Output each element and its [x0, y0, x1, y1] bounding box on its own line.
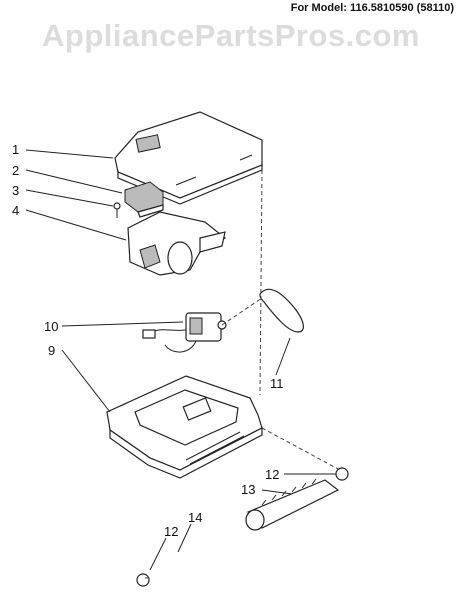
callout-4: 4: [12, 203, 19, 218]
callout-3: 3: [12, 183, 19, 198]
part-4-motor-housing: [127, 211, 227, 276]
part-13-brushroll: [245, 478, 340, 531]
callout-2: 2: [12, 163, 19, 178]
part-14-shaft: [149, 527, 243, 579]
part-11-belt: [259, 288, 304, 333]
callout-12-right: 12: [265, 467, 279, 482]
callout-9: 9: [48, 343, 55, 358]
callout-12-left: 12: [164, 524, 178, 539]
part-2-switch: [124, 181, 164, 218]
callout-13: 13: [241, 482, 255, 497]
callout-leaders: [25, 149, 336, 571]
part-9-base: [106, 375, 263, 479]
watermark-text: AppliancePartsPros.com: [42, 18, 420, 53]
callout-10: 10: [44, 319, 58, 334]
callout-1: 1: [12, 142, 19, 157]
part-12-end-cap-left: [136, 573, 150, 587]
assembly-guide-lines: [145, 169, 341, 579]
callout-14: 14: [188, 510, 202, 525]
callout-11: 11: [270, 376, 284, 391]
part-3-screw: [113, 202, 121, 218]
part-12-end-cap-right: [335, 467, 349, 481]
callout-labels: 1 2 3 4 10 9 11 12 13 14 12: [12, 142, 284, 539]
part-10-motor: [142, 312, 227, 353]
model-caption: For Model: 116.5810590 (58110): [290, 2, 454, 14]
